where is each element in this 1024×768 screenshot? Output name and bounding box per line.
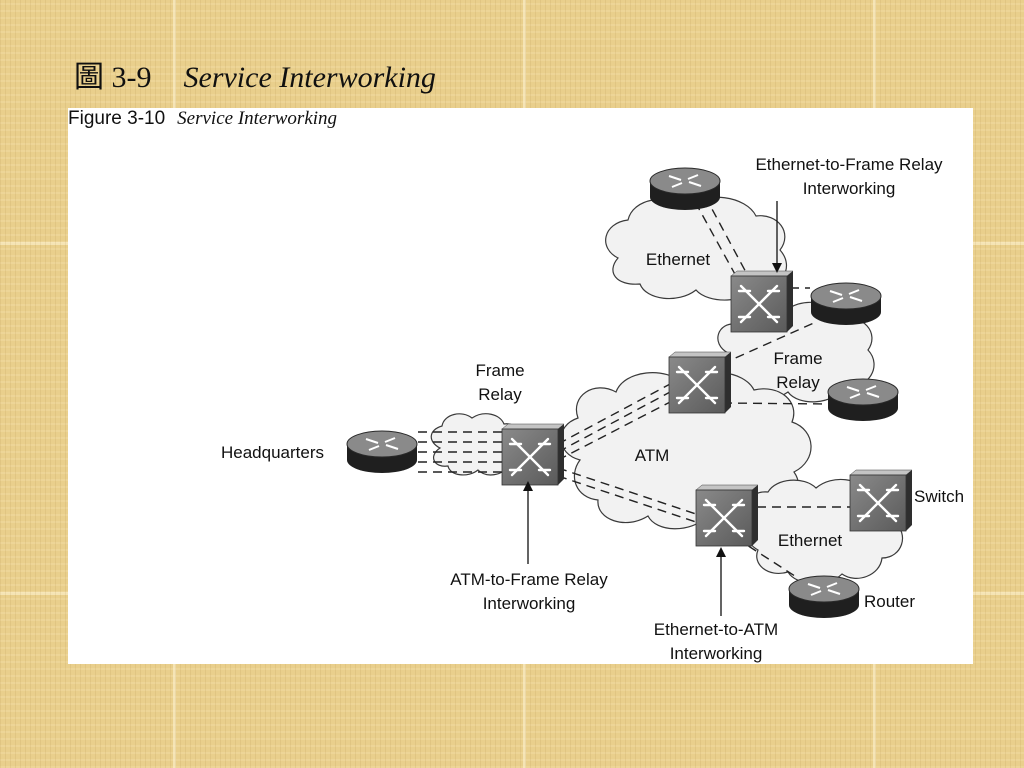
router-icon <box>649 167 721 211</box>
label-switch: Switch <box>914 487 964 506</box>
router-icon <box>810 282 882 326</box>
router-icon <box>346 430 418 474</box>
callout-atm-fr-line1: ATM-to-Frame Relay <box>450 570 608 589</box>
figure-caption: Figure 3-10 Service Interworking <box>68 108 337 130</box>
slide-title: 圖 3-9 Service Interworking <box>74 52 436 96</box>
slide-title-name: Service Interworking <box>183 61 436 94</box>
figure-title: Service Interworking <box>177 108 338 129</box>
figure-number: Figure 3-10 <box>68 108 166 129</box>
router-icon <box>827 378 899 422</box>
slide-title-prefix: 圖 3-9 <box>74 61 152 94</box>
label-ethernet-top: Ethernet <box>646 250 711 269</box>
network-diagram: Ethernet Frame Relay Frame Relay ATM Eth… <box>221 155 964 663</box>
callout-eth-atm-line2: Interworking <box>670 644 763 663</box>
switch-icon <box>667 350 733 415</box>
label-router: Router <box>864 592 915 611</box>
callout-eth-atm-line1: Ethernet-to-ATM <box>654 620 778 639</box>
callout-eth-fr-line1: Ethernet-to-Frame Relay <box>755 155 943 174</box>
switch-icon <box>694 483 760 548</box>
label-frame-relay-left-1: Frame <box>475 361 524 380</box>
callout-atm-fr-line2: Interworking <box>483 594 576 613</box>
router-icon <box>788 575 860 619</box>
callout-eth-fr-line2: Interworking <box>803 179 896 198</box>
label-frame-relay-right-1: Frame <box>773 349 822 368</box>
switch-icon <box>729 269 795 334</box>
label-frame-relay-left-2: Relay <box>478 385 522 404</box>
connection-lines <box>418 182 853 579</box>
figure-panel: Figure 3-10 Service Interworking <box>68 108 973 664</box>
label-headquarters: Headquarters <box>221 443 324 462</box>
label-frame-relay-right-2: Relay <box>776 373 820 392</box>
switch-icon <box>500 422 566 487</box>
label-atm: ATM <box>635 446 670 465</box>
label-ethernet-bottom: Ethernet <box>778 531 843 550</box>
switch-icon <box>848 468 914 533</box>
